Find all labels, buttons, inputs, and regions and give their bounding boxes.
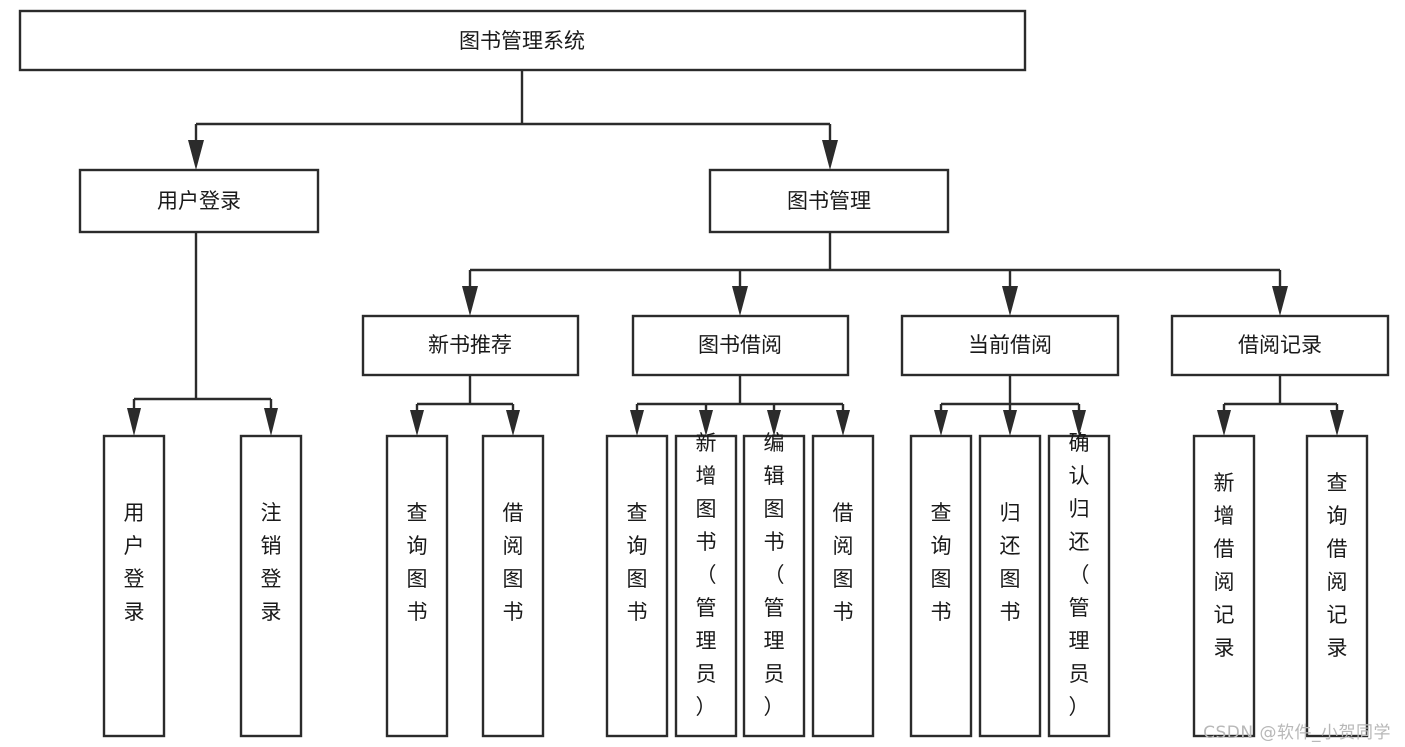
leaf-edit-book[interactable]: 编辑图书（管理员） <box>742 431 806 738</box>
arrow-leaf-borrow-book-2 <box>836 410 850 436</box>
arrow-leaf-query-book-3 <box>934 410 948 436</box>
arrow-leaf-borrow-book-1 <box>506 410 520 436</box>
leaf-logout-login-box[interactable] <box>239 434 303 738</box>
leaf-query-book-1-label: 查询图书 <box>407 501 428 624</box>
leaf-query-book-3[interactable]: 查询图书 <box>909 434 973 738</box>
arrow-leaf-add-record <box>1217 410 1231 436</box>
leaf-add-book[interactable]: 新增图书（管理员） <box>674 431 738 738</box>
node-root-label: 图书管理系统 <box>459 29 585 53</box>
leaf-add-book-label: 新增图书（管理员） <box>696 431 717 719</box>
leaf-add-book-box[interactable] <box>674 434 738 738</box>
leaf-add-record-box[interactable] <box>1192 434 1256 738</box>
node-new-book-recommend-box[interactable] <box>361 314 580 377</box>
leaf-confirm-return-label: 确认归还（管理员） <box>1069 431 1090 719</box>
arrow-leaf-logout-login <box>264 408 278 436</box>
leaf-query-book-3-box[interactable] <box>909 434 973 738</box>
arrow-to-userlogin <box>188 140 204 170</box>
arrow-to-new-book-recommend <box>462 286 478 316</box>
arrow-leaf-add-book <box>699 410 713 436</box>
node-book-borrow-label: 图书借阅 <box>698 333 782 357</box>
arrow-leaf-edit-book <box>767 410 781 436</box>
leaf-logout-login-label: 注销登录 <box>261 501 282 624</box>
leaf-query-book-2-label: 查询图书 <box>627 501 648 624</box>
arrow-to-book-borrow <box>732 286 748 316</box>
node-new-book-recommend-label: 新书推荐 <box>428 333 512 357</box>
leaf-borrow-book-2[interactable]: 借阅图书 <box>811 434 875 738</box>
arrow-to-current-borrow <box>1002 286 1018 316</box>
leaf-edit-book-label: 编辑图书（管理员） <box>764 431 785 719</box>
leaf-logout-login[interactable]: 注销登录 <box>239 434 303 738</box>
leaf-borrow-book-1-label: 借阅图书 <box>503 501 524 624</box>
node-current-borrow[interactable]: 当前借阅 <box>900 314 1120 377</box>
leaf-query-record[interactable]: 查询借阅记录 <box>1305 434 1369 738</box>
leaf-confirm-return[interactable]: 确认归还（管理员） <box>1047 431 1111 738</box>
leaf-return-book-box[interactable] <box>978 434 1042 738</box>
node-borrow-record-box[interactable] <box>1170 314 1390 377</box>
leaf-edit-book-box[interactable] <box>742 434 806 738</box>
node-book-borrow-box[interactable] <box>631 314 850 377</box>
leaf-borrow-book-2-label: 借阅图书 <box>833 501 854 624</box>
node-book-management-box[interactable] <box>708 168 950 234</box>
leaf-return-book[interactable]: 归还图书 <box>978 434 1042 738</box>
connector-group <box>127 70 1344 436</box>
node-current-borrow-label: 当前借阅 <box>968 333 1052 357</box>
leaf-query-book-2[interactable]: 查询图书 <box>605 434 669 738</box>
arrow-leaf-query-record <box>1330 410 1344 436</box>
node-book-management[interactable]: 图书管理 <box>708 168 950 234</box>
node-root-box[interactable] <box>18 9 1027 72</box>
leaf-add-record[interactable]: 新增借阅记录 <box>1192 434 1256 738</box>
leaf-borrow-book-1-box[interactable] <box>481 434 545 738</box>
arrow-leaf-user-login <box>127 408 141 436</box>
leaf-user-login-label: 用户登录 <box>124 501 145 624</box>
leaf-borrow-book-1[interactable]: 借阅图书 <box>481 434 545 738</box>
node-new-book-recommend[interactable]: 新书推荐 <box>361 314 580 377</box>
node-borrow-record[interactable]: 借阅记录 <box>1170 314 1390 377</box>
leaf-add-record-label: 新增借阅记录 <box>1214 471 1235 660</box>
leaf-query-book-1[interactable]: 查询图书 <box>385 434 449 738</box>
leaf-return-book-label: 归还图书 <box>1000 501 1021 624</box>
leaf-borrow-book-2-box[interactable] <box>811 434 875 738</box>
arrow-leaf-confirm-return <box>1072 410 1086 436</box>
arrow-leaf-query-book-1 <box>410 410 424 436</box>
node-borrow-record-label: 借阅记录 <box>1238 333 1322 357</box>
arrow-to-bookmgmt <box>822 140 838 170</box>
leaf-query-book-1-box[interactable] <box>385 434 449 738</box>
node-book-borrow[interactable]: 图书借阅 <box>631 314 850 377</box>
leaf-user-login-box[interactable] <box>102 434 166 738</box>
leaf-query-book-3-label: 查询图书 <box>931 501 952 624</box>
node-root[interactable]: 图书管理系统 <box>18 9 1027 72</box>
node-user-login[interactable]: 用户登录 <box>78 168 320 234</box>
leaf-query-book-2-box[interactable] <box>605 434 669 738</box>
arrow-leaf-query-book-2 <box>630 410 644 436</box>
leaf-query-record-box[interactable] <box>1305 434 1369 738</box>
node-user-login-label: 用户登录 <box>157 189 241 213</box>
leaf-query-record-label: 查询借阅记录 <box>1327 471 1348 660</box>
leaf-user-login[interactable]: 用户登录 <box>102 434 166 738</box>
arrow-leaf-return-book <box>1003 410 1017 436</box>
node-user-login-box[interactable] <box>78 168 320 234</box>
leaf-confirm-return-box[interactable] <box>1047 434 1111 738</box>
node-current-borrow-box[interactable] <box>900 314 1120 377</box>
arrow-to-borrow-record <box>1272 286 1288 316</box>
node-book-management-label: 图书管理 <box>787 189 871 213</box>
